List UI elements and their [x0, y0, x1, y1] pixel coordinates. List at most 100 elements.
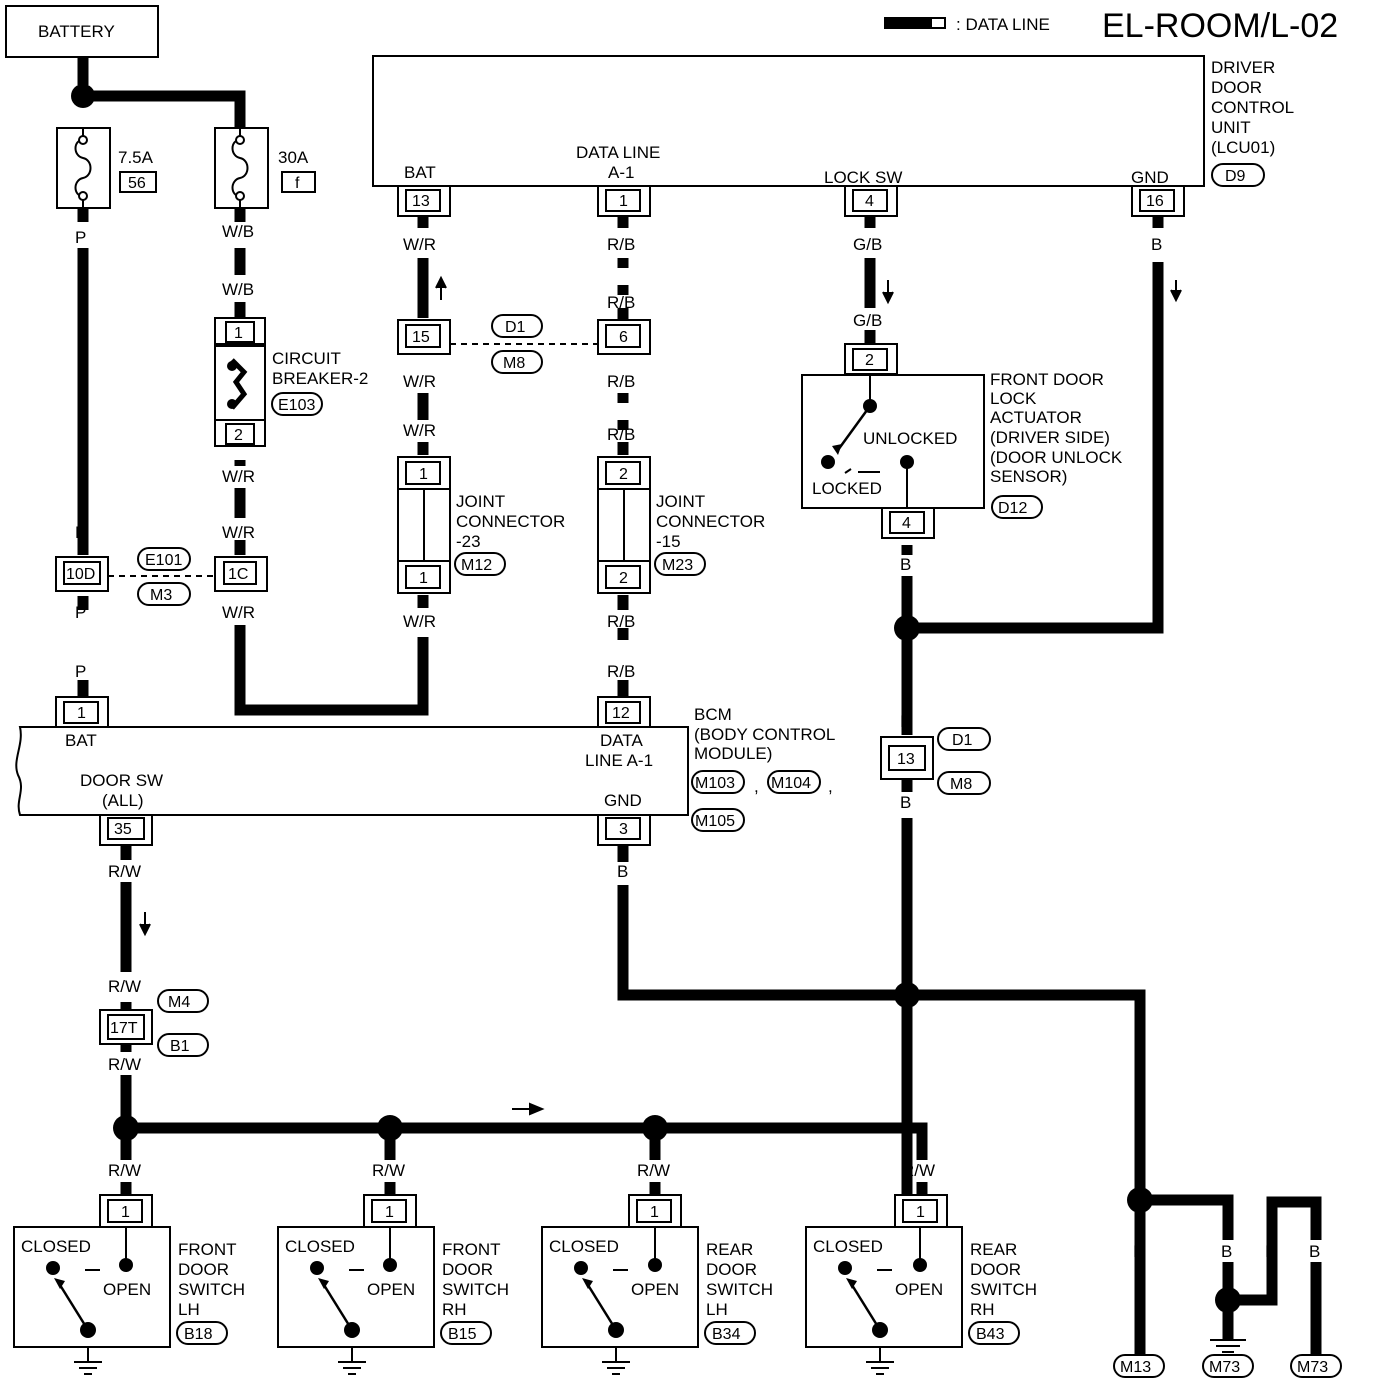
ddcu-name-1: DRIVER: [1211, 58, 1275, 77]
bcm-doorsw-1: DOOR SW: [80, 771, 163, 790]
connector-m4-b1: R/W 17T M4 B1 R/W: [99, 977, 545, 1116]
wire-color-b-g4: B: [1309, 1242, 1320, 1261]
sw3-closed: CLOSED: [549, 1237, 619, 1256]
j23-connector: M12: [461, 557, 492, 574]
svg-text:,: ,: [828, 777, 833, 796]
ground-points: B B B B M13 M73 M73: [1113, 1242, 1342, 1378]
ground-m13: M13: [1120, 1359, 1151, 1376]
wire-color-wr-a: W/R: [222, 467, 255, 486]
wire-color-b-4: B: [900, 793, 911, 812]
actuator-name-4: (DRIVER SIDE): [990, 428, 1110, 447]
actuator-name-5: (DOOR UNLOCK: [990, 448, 1123, 467]
actuator-connector: D12: [998, 500, 1027, 517]
breaker-label-1: CIRCUIT: [272, 349, 341, 368]
sw1-name-1: FRONT: [178, 1240, 237, 1259]
door-switch-front-rh: R/W 1 CLOSED OPEN FRONT DOOR SWITCH RH B…: [277, 1161, 509, 1375]
bcm-pin-1: 1: [77, 705, 86, 722]
ddcu-pin-16: 16: [1146, 193, 1164, 210]
wire-color-gb-2: G/B: [853, 311, 882, 330]
ddcu-term-data-1: DATA LINE: [576, 143, 660, 162]
bcm-doorsw-2: (ALL): [102, 791, 144, 810]
j23-line2: CONNECTOR: [456, 512, 565, 531]
breaker-label-2: BREAKER-2: [272, 369, 368, 388]
bcm-bat-label: BAT: [65, 731, 97, 750]
sw1-closed: CLOSED: [21, 1237, 91, 1256]
ground-m73-b: M73: [1297, 1359, 1328, 1376]
wire-color-b-g3: B: [1265, 1242, 1276, 1261]
wire-color-rb-4: R/B: [607, 425, 635, 444]
sw1-open: OPEN: [103, 1280, 151, 1299]
sw1-connector: B18: [184, 1326, 213, 1343]
sw2-name-2: DOOR: [442, 1260, 493, 1279]
fuse-56: 7.5A 56 P: [56, 127, 157, 247]
wire-color-gb-1: G/B: [853, 235, 882, 254]
wire-color-wr-d: W/R: [403, 235, 436, 254]
ddcu-pin-13: 13: [412, 193, 430, 210]
wire-color-b-1: B: [1151, 235, 1162, 254]
ddcu-term-bat: BAT: [404, 163, 436, 182]
pin-13: 13: [897, 751, 915, 768]
wire-color-wr-e: W/R: [403, 372, 436, 391]
legend-text: : DATA LINE: [956, 15, 1050, 34]
ddcu-name-3: CONTROL: [1211, 98, 1294, 117]
bcm-pin-35: 35: [114, 821, 132, 838]
sw4-open: OPEN: [895, 1280, 943, 1299]
wire-color-rb-6: R/B: [607, 662, 635, 681]
wire-color-wr-g: W/R: [403, 612, 436, 631]
sw1-name-2: DOOR: [178, 1260, 229, 1279]
sw4-name-1: REAR: [970, 1240, 1017, 1259]
conn-m4: M4: [168, 994, 190, 1011]
wire-color-rw-sw1: R/W: [108, 1161, 141, 1180]
ground-m73-a: M73: [1209, 1359, 1240, 1376]
actuator-name-1: FRONT DOOR: [990, 370, 1104, 389]
wire-color-rw-3: R/W: [108, 1055, 141, 1074]
connector-e101-m3: 10D 1C E101 M3 P P P W/R: [55, 523, 268, 681]
pin-1c: 1C: [228, 566, 248, 583]
door-switch-rear-lh: R/W 1 CLOSED OPEN REAR DOOR SWITCH LH B3…: [541, 1161, 773, 1375]
sw2-name-3: SWITCH: [442, 1280, 509, 1299]
joint-connector-23: 1 1 JOINT CONNECTOR -23 M12 W/R: [397, 456, 565, 631]
wire-color-rw-sw4: R/W: [902, 1161, 935, 1180]
ddcu-term-lock: LOCK SW: [824, 168, 902, 187]
sw3-name-3: SWITCH: [706, 1280, 773, 1299]
fuse-56-number: 56: [128, 175, 146, 192]
sw3-connector: B34: [712, 1326, 741, 1343]
svg-text:,: ,: [754, 777, 759, 796]
wire-color-wr-c: W/R: [222, 603, 255, 622]
sw2-connector: B15: [448, 1326, 477, 1343]
bcm-name-3: MODULE): [694, 744, 772, 763]
ddcu-pin-1: 1: [619, 193, 628, 210]
bcm-data-1: DATA: [600, 731, 643, 750]
bcm-pin-12: 12: [612, 705, 630, 722]
fuse-f-rating: 30A: [278, 148, 309, 167]
conn-b1: B1: [170, 1038, 190, 1055]
j23-pin-top: 1: [419, 466, 428, 483]
breaker-connector: E103: [278, 397, 315, 414]
conn-d1-b: D1: [952, 732, 973, 749]
sw4-pin: 1: [916, 1204, 925, 1221]
j15-line2: CONNECTOR: [656, 512, 765, 531]
ddcu-connector: D9: [1225, 168, 1246, 185]
wire-color-wr-f: W/R: [403, 421, 436, 440]
conn-m3: M3: [150, 587, 172, 604]
fuse-56-rating: 7.5A: [118, 148, 154, 167]
ddcu-name-5: (LCU01): [1211, 138, 1275, 157]
bcm-conn-m105: M105: [695, 813, 735, 830]
sw4-name-3: SWITCH: [970, 1280, 1037, 1299]
driver-door-control-unit: DRIVER DOOR CONTROL UNIT (LCU01) D9 BAT …: [372, 55, 1294, 217]
wire-color-rb-1: R/B: [607, 235, 635, 254]
ddcu-name-4: UNIT: [1211, 118, 1251, 137]
ddcu-term-gnd: GND: [1131, 168, 1169, 187]
wires: [77, 58, 1322, 1357]
actuator-name-3: ACTUATOR: [990, 408, 1082, 427]
actuator-pin-2: 2: [865, 352, 874, 369]
j15-line1: JOINT: [656, 492, 705, 511]
wire-color-b-2: B: [900, 555, 911, 574]
sw2-closed: CLOSED: [285, 1237, 355, 1256]
actuator-name-2: LOCK: [990, 389, 1037, 408]
wire-color-rw-1: R/W: [108, 862, 141, 881]
bcm-name-2: (BODY CONTROL: [694, 725, 835, 744]
j23-line1: JOINT: [456, 492, 505, 511]
wire-color-b-g2: B: [1221, 1242, 1232, 1261]
j15-pin-bottom: 2: [619, 570, 628, 587]
